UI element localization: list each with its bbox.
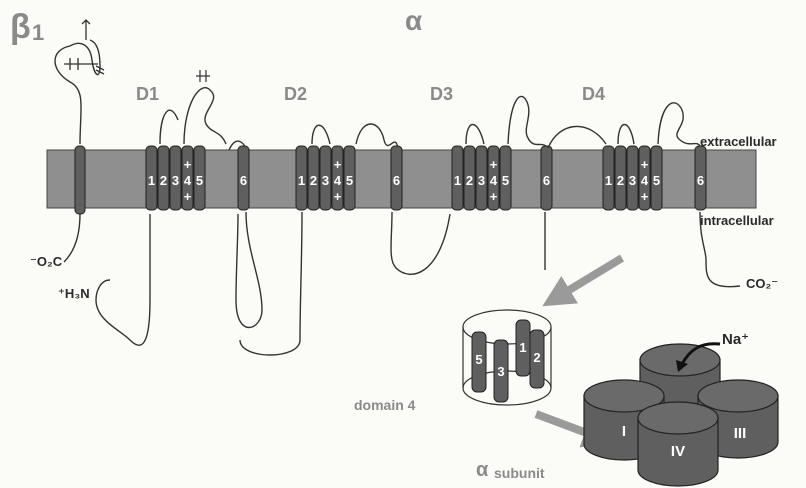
intracellular-label: intracellular bbox=[700, 213, 774, 228]
s4-charge: + bbox=[641, 157, 649, 172]
s4-charge: + bbox=[490, 157, 498, 172]
helix-label: 2 bbox=[617, 173, 624, 188]
barrel-helix-label: 5 bbox=[475, 352, 482, 367]
domain-4-label: domain 4 bbox=[354, 397, 416, 413]
helix-label: 3 bbox=[172, 173, 179, 188]
alpha-subunit-cylinders: I III IV bbox=[583, 343, 779, 487]
amino-terminus-label: ⁺H₃N bbox=[58, 286, 90, 301]
helix-label: 3 bbox=[478, 173, 485, 188]
domain-label-d2: D2 bbox=[284, 84, 307, 104]
s4-charge: + bbox=[490, 189, 498, 204]
domain-d4: 1 2 3 4 5 6 + + bbox=[547, 102, 741, 288]
s4-charge: + bbox=[184, 189, 192, 204]
domain4-barrel: 5 3 1 2 bbox=[462, 309, 552, 406]
helix-label: 5 bbox=[502, 173, 509, 188]
s4-charge: + bbox=[334, 157, 342, 172]
helix-label: 3 bbox=[322, 173, 329, 188]
domain-d2: 1 2 3 4 5 6 + + bbox=[239, 123, 451, 356]
alpha-subunit-word: subunit bbox=[494, 465, 545, 481]
s4-charge: + bbox=[641, 189, 649, 204]
helix-label: 6 bbox=[240, 173, 247, 188]
extracellular-label: extracellular bbox=[700, 134, 777, 149]
beta-symbol: β bbox=[10, 8, 31, 46]
helix-label: 5 bbox=[346, 173, 353, 188]
domain-label-d3: D3 bbox=[430, 84, 453, 104]
carboxyl-terminus-right: CO₂⁻ bbox=[746, 276, 778, 291]
helix-label: 4 bbox=[641, 173, 649, 188]
sodium-arrowhead-icon bbox=[676, 360, 688, 372]
helix-label: 6 bbox=[697, 173, 704, 188]
cylinder-label-iv: IV bbox=[671, 443, 685, 460]
helix-label: 5 bbox=[653, 173, 660, 188]
helix-label: 1 bbox=[298, 173, 305, 188]
domain-d1: 1 2 3 4 5 6 + + bbox=[145, 70, 263, 329]
helix-label: 2 bbox=[310, 173, 317, 188]
helix-label: 4 bbox=[334, 173, 342, 188]
alpha-symbol: α bbox=[405, 5, 422, 36]
glycosylation-icon bbox=[64, 19, 105, 75]
beta-subscript: 1 bbox=[32, 20, 44, 45]
s4-charge: + bbox=[184, 157, 192, 172]
cylinder-label-i: I bbox=[622, 423, 626, 440]
carboxyl-terminus-left: ⁻O₂C bbox=[30, 254, 63, 269]
domain-label-d4: D4 bbox=[582, 84, 605, 104]
helix-label: 2 bbox=[466, 173, 473, 188]
helix-label: 1 bbox=[605, 173, 612, 188]
helix-label: 6 bbox=[393, 173, 400, 188]
helix-label: 1 bbox=[148, 173, 155, 188]
barrel-helix-label: 3 bbox=[497, 364, 504, 379]
amino-terminus-chain bbox=[95, 214, 151, 346]
helix-label: 6 bbox=[543, 173, 550, 188]
helix-label: 4 bbox=[184, 173, 192, 188]
sodium-arrow bbox=[680, 342, 721, 365]
alpha-subunit-symbol: α bbox=[476, 459, 489, 481]
cylinder-label-iii: III bbox=[734, 425, 747, 442]
helix-label: 4 bbox=[490, 173, 498, 188]
barrel-helix-label: 2 bbox=[533, 350, 540, 365]
s4-charge: + bbox=[334, 189, 342, 204]
helix-label: 1 bbox=[454, 173, 461, 188]
domain-d3: 1 2 3 4 5 6 + + bbox=[451, 95, 553, 270]
beta-subunit bbox=[54, 19, 105, 263]
helix-label: 5 bbox=[196, 173, 203, 188]
helix-label: 2 bbox=[160, 173, 167, 188]
domain-label-d1: D1 bbox=[136, 84, 159, 104]
helix-label: 3 bbox=[629, 173, 636, 188]
arrow-to-barrel bbox=[542, 254, 625, 307]
glycosylation-icon bbox=[196, 70, 210, 82]
barrel-helix-label: 1 bbox=[519, 340, 526, 355]
sodium-label: Na⁺ bbox=[722, 331, 749, 348]
